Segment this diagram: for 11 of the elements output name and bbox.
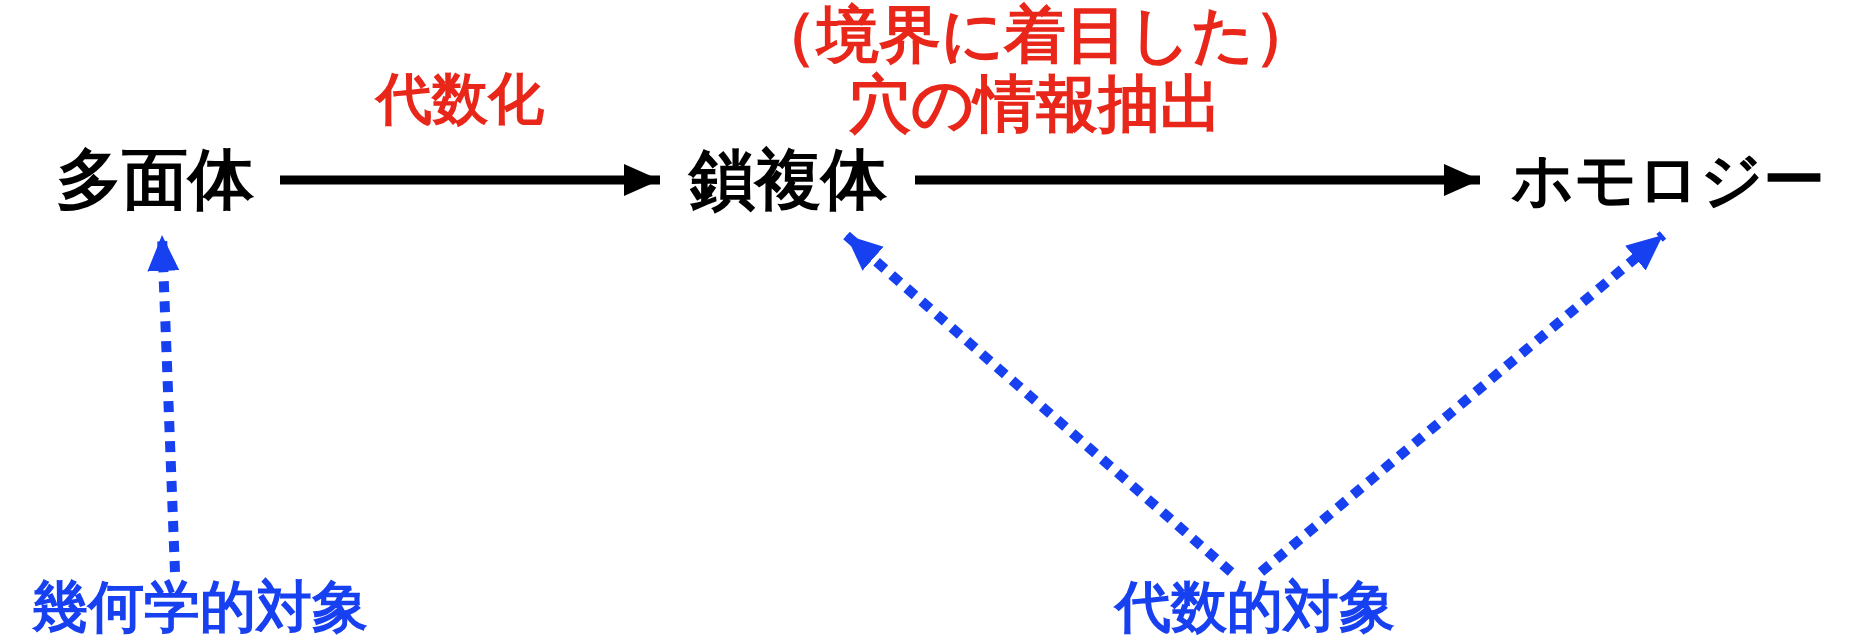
- arrow: [915, 164, 1480, 196]
- edge-label: 代数化: [373, 68, 545, 131]
- arrow: [280, 164, 660, 196]
- dotted-arrow: [842, 231, 1235, 576]
- term-text: ホモロジー: [1480, 125, 1856, 235]
- term-text: 多面体: [30, 125, 280, 235]
- term-text: 幾何学的対象: [5, 572, 395, 644]
- edge-label: （境界に着目した）穴の情報抽出: [753, 0, 1317, 139]
- dotted-arrow: [147, 234, 180, 573]
- dotted-arrow: [1257, 231, 1667, 576]
- term-text: 代数的対象: [1090, 572, 1420, 644]
